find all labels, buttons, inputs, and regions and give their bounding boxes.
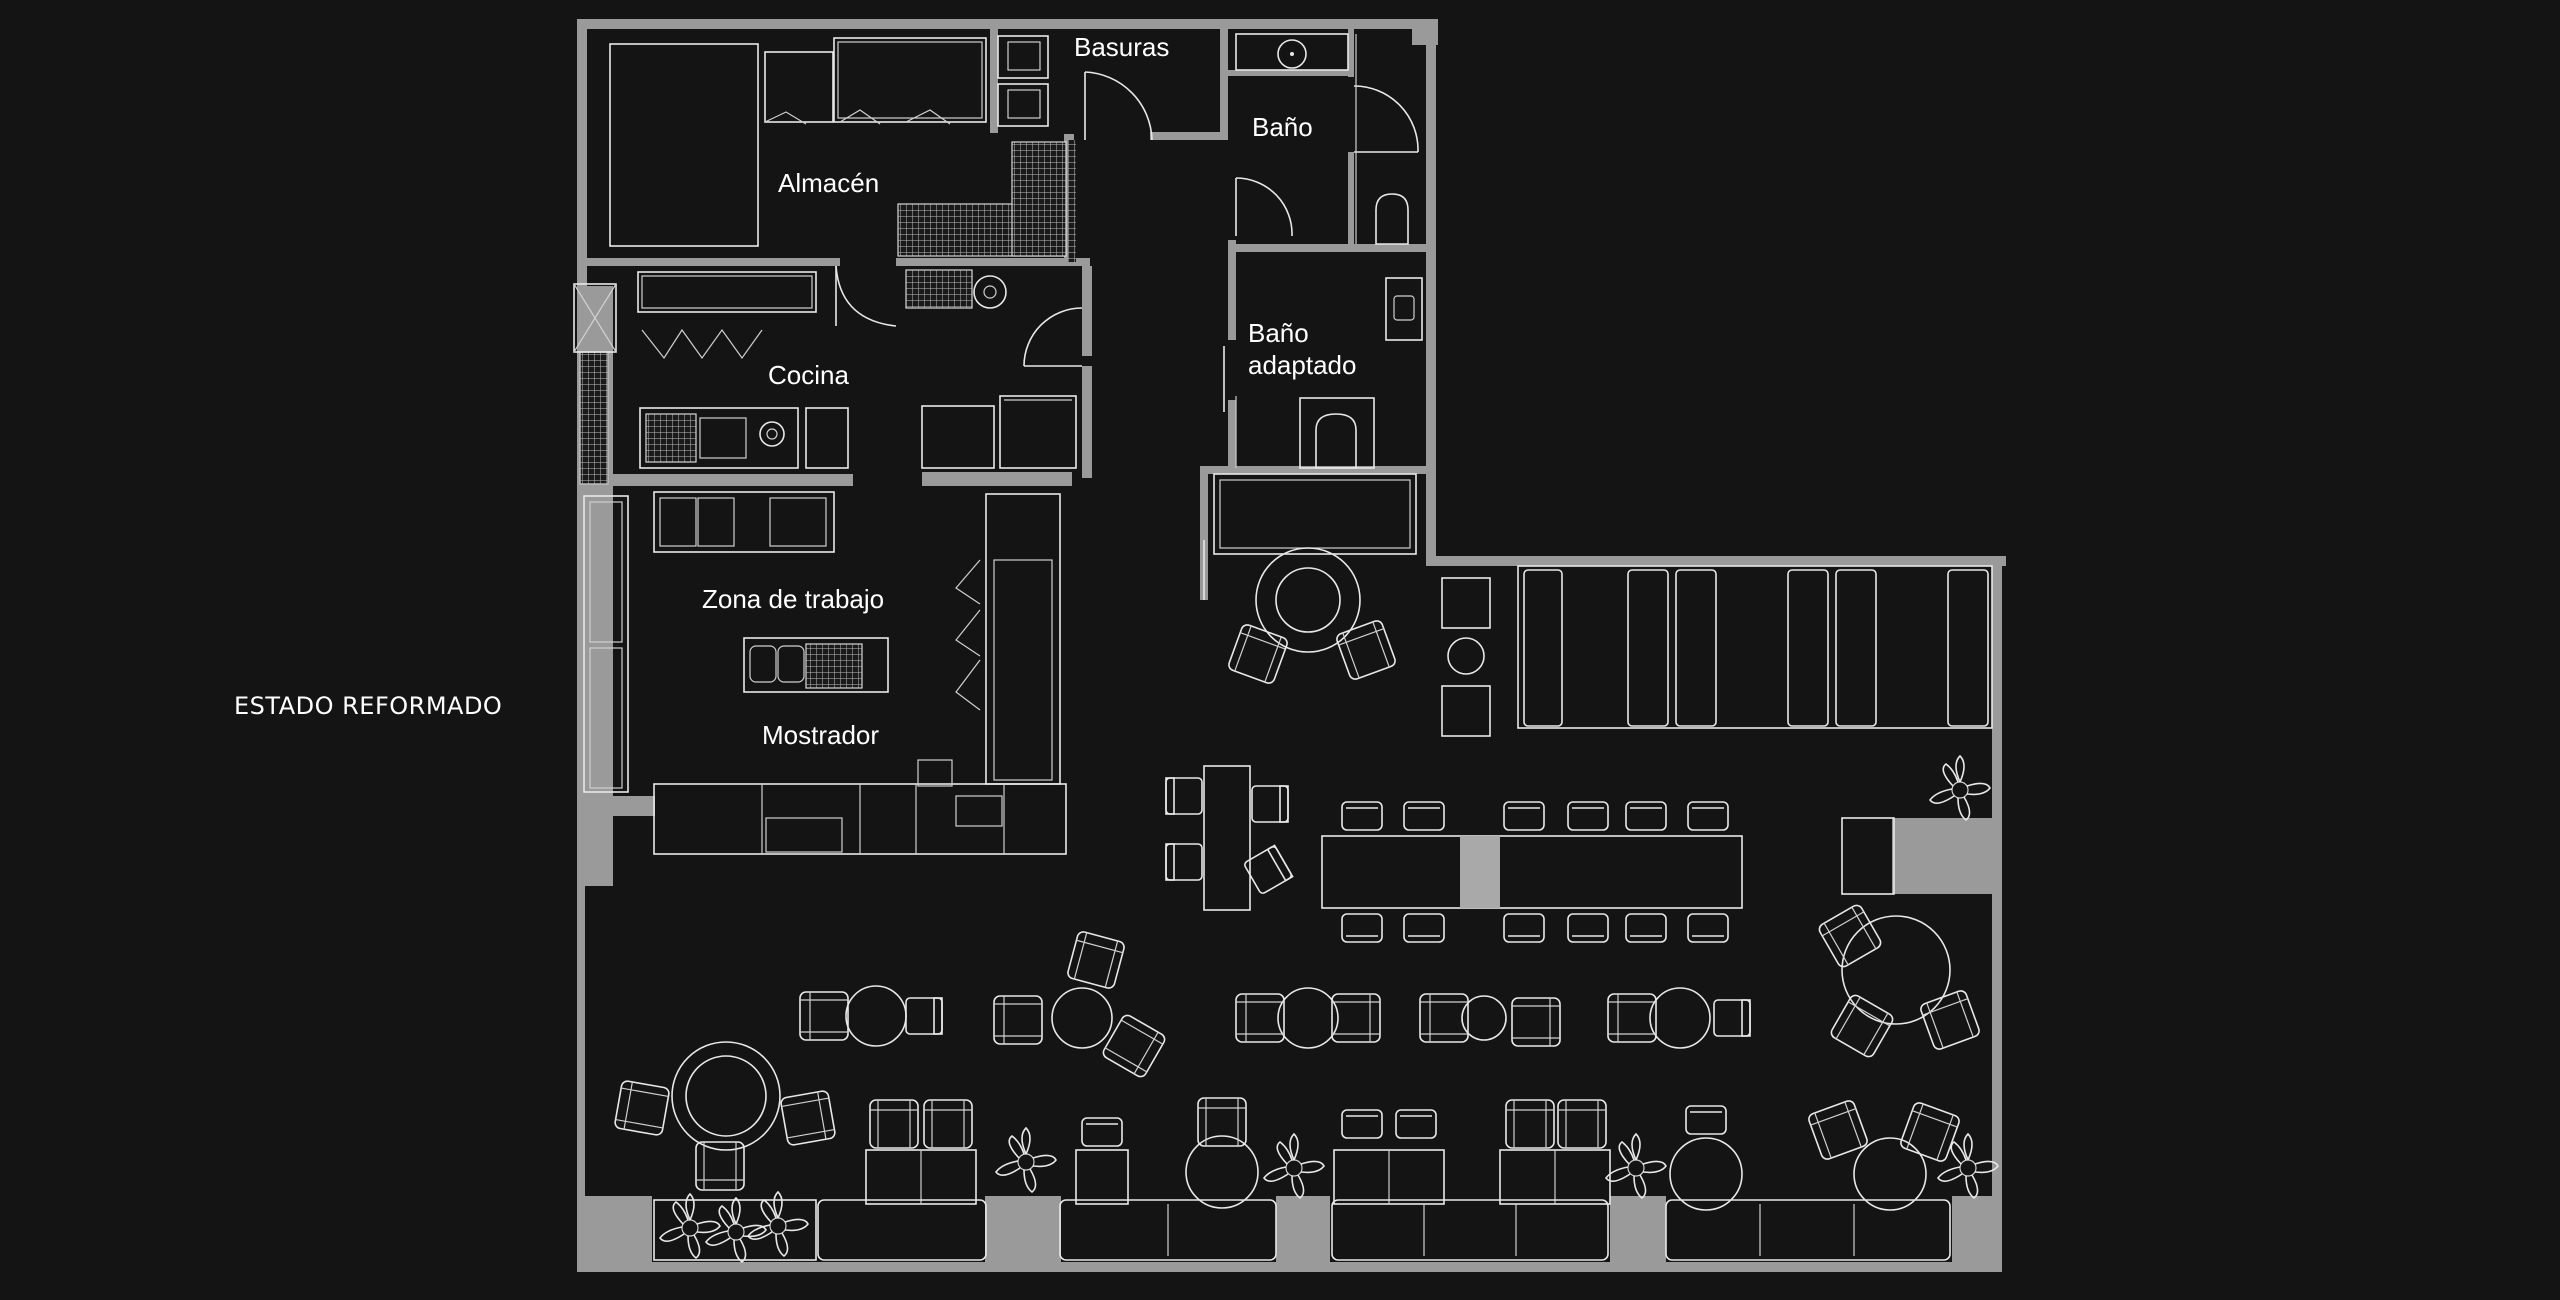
label-bano-adaptado-2: adaptado <box>1248 350 1356 380</box>
booth-seating <box>1441 565 1993 737</box>
dining-area <box>613 547 1982 1261</box>
plant-icon <box>659 1193 721 1259</box>
label-zona-trabajo: Zona de trabajo <box>702 584 884 614</box>
label-cocina: Cocina <box>768 360 849 390</box>
work-zone-counter <box>583 491 1067 855</box>
plant-icon <box>747 1191 809 1257</box>
interior-walls <box>585 29 1428 816</box>
plants <box>659 755 1999 1263</box>
cocina-equipment <box>637 269 1077 469</box>
plan-title: ESTADO REFORMADO <box>234 692 502 720</box>
room-labels: Basuras Baño Almacén Cocina Baño adaptad… <box>702 32 1356 750</box>
plant-icon <box>1263 1133 1325 1199</box>
label-bano-adaptado-1: Baño <box>1248 318 1309 348</box>
outer-walls <box>573 19 2006 1272</box>
bathroom-fixtures <box>1213 33 1423 555</box>
doors <box>835 71 1419 600</box>
almacen-equipment <box>609 35 1076 262</box>
plant-icon <box>1605 1133 1667 1199</box>
plant-icon <box>1937 1133 1999 1199</box>
plant-icon <box>995 1127 1057 1193</box>
label-bano: Baño <box>1252 112 1313 142</box>
label-almacen: Almacén <box>778 168 879 198</box>
label-basuras: Basuras <box>1074 32 1169 62</box>
plant-icon <box>1929 755 1991 821</box>
label-mostrador: Mostrador <box>762 720 879 750</box>
